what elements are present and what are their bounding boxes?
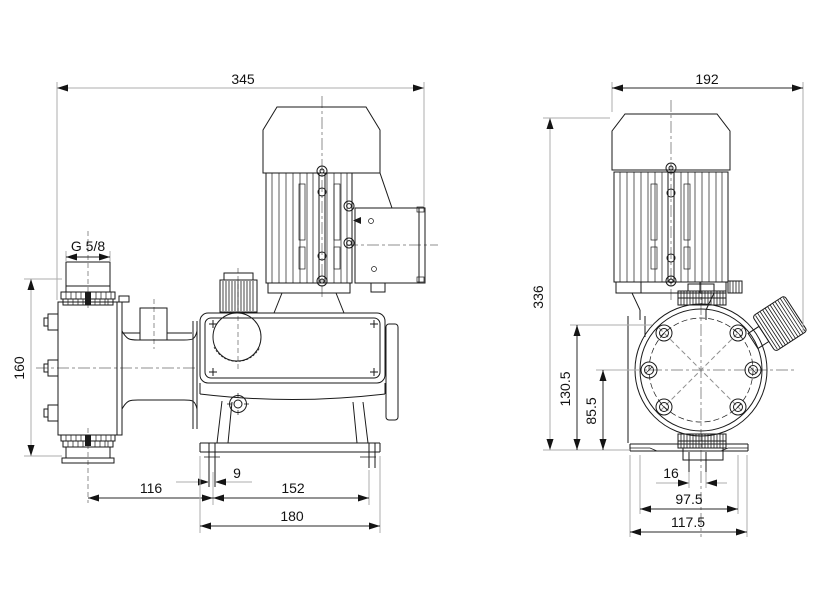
dim-label: 336 [530, 285, 546, 309]
dim-overall-length: 345 [56, 71, 425, 300]
dim-head-center-height: 85.5 [583, 369, 640, 450]
dim-slot-spacing: 152 [213, 470, 370, 505]
head-bolt-front [729, 398, 747, 416]
base-plate-side [199, 442, 381, 487]
dim-base-length: 180 [199, 456, 381, 533]
dim-label: G 5/8 [71, 238, 105, 254]
dim-label: 117.5 [671, 514, 705, 530]
motor-fan-cover-front [611, 113, 731, 174]
dim-foot-slot-spacing: 97.5 [639, 455, 739, 514]
dim-label: 192 [695, 71, 719, 87]
head-bolt-front [640, 361, 658, 379]
dim-label: 160 [11, 356, 27, 380]
head-bolt [43, 313, 59, 331]
relief-valve-knob [747, 296, 807, 351]
dim-label: 16 [663, 465, 679, 481]
dim-valve-to-slot: 116 [88, 472, 214, 505]
stroke-adjustment-knob [219, 272, 258, 313]
dim-slot-width-front: 16 [656, 465, 727, 488]
dosing-head [43, 295, 130, 436]
housing-end-cover [385, 323, 399, 421]
dim-label: 180 [280, 508, 304, 524]
dim-overall-height: 336 [530, 117, 630, 451]
head-bolt-front [655, 398, 673, 416]
dim-label: 116 [140, 480, 163, 496]
head-bolt-front [729, 324, 747, 342]
head-bolt [43, 404, 59, 422]
terminal-box [343, 200, 426, 293]
dim-label: 130.5 [557, 371, 573, 406]
rotation-arrow-icon [353, 217, 361, 224]
dim-slot-width-side: 9 [176, 465, 252, 486]
dim-relief-valve-height: 130.5 [557, 324, 652, 450]
pump-lantern [121, 307, 198, 429]
suction-valve-front [677, 433, 727, 472]
motor-flange [267, 282, 351, 314]
dim-label: 9 [233, 465, 241, 481]
dim-label: 345 [231, 71, 255, 87]
dim-base-width: 117.5 [629, 455, 748, 537]
stroke-dial [212, 312, 262, 362]
motor-fin-body-front [613, 171, 729, 287]
head-bolt [43, 359, 59, 377]
front-view [608, 100, 807, 537]
motor-fan-cover [262, 106, 393, 209]
side-view [36, 96, 438, 503]
head-bolt-front [655, 324, 673, 342]
dim-valve-span-height: 160 [11, 278, 62, 457]
dim-connection-thread: G 5/8 [65, 238, 111, 262]
dimensions: 345 192 G 5/8 160 336 [11, 71, 804, 537]
discharge-valve [60, 261, 116, 306]
suction-valve [60, 434, 116, 464]
gear-housing [199, 312, 399, 444]
dim-label: 152 [281, 480, 305, 496]
base-plate-front [629, 443, 749, 452]
dim-overall-depth: 192 [611, 71, 804, 332]
head-bolt-front [744, 361, 762, 379]
discharge-valve-front [677, 283, 727, 306]
motor-fin-body [265, 172, 353, 287]
dim-label: 85.5 [583, 397, 599, 424]
dim-label: 97.5 [675, 491, 702, 507]
